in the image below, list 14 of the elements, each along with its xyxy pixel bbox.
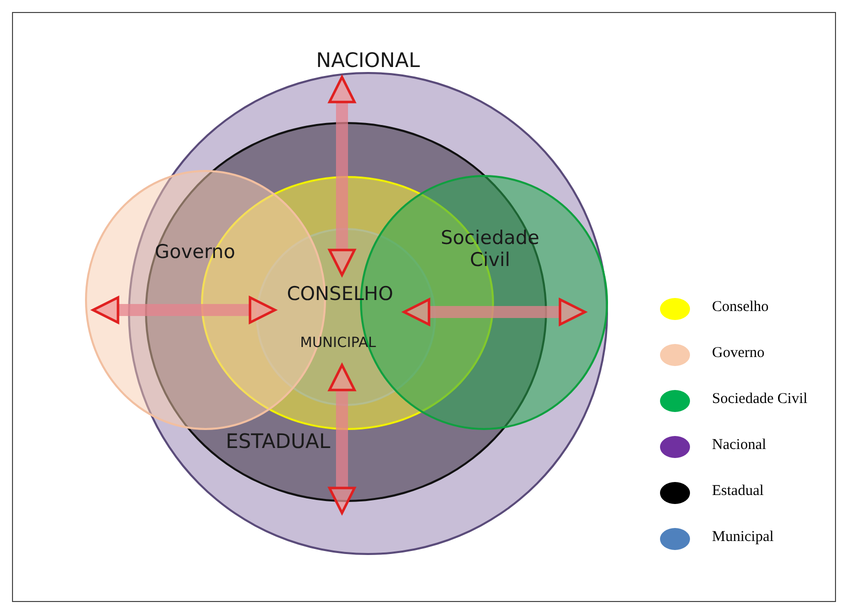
circle-label: NACIONAL: [315, 48, 421, 72]
double-arrow: [92, 296, 276, 324]
legend-label: Sociedade Civil: [712, 391, 808, 408]
circle-label: Sociedade Civil: [440, 228, 540, 272]
double-arrow: [328, 76, 356, 276]
legend-label: Estadual: [712, 483, 764, 500]
double-arrow: [328, 364, 356, 514]
legend-label: Municipal: [712, 529, 774, 546]
double-arrow: [402, 298, 586, 326]
legend-label: Governo: [712, 345, 764, 362]
legend-label: Nacional: [712, 437, 766, 454]
legend-label: Conselho: [712, 299, 769, 316]
circle-label: Governo: [154, 242, 236, 264]
circle-label: ESTADUAL: [224, 430, 332, 452]
